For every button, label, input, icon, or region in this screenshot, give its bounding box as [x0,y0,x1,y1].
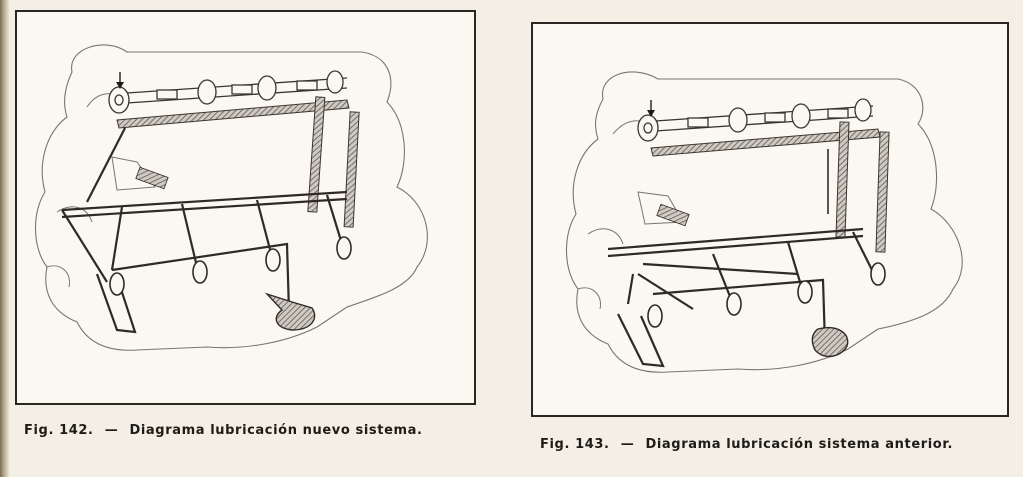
page-binding-shadow [0,0,10,477]
oil-pump-strainer [264,292,316,331]
figure-143-diagram [531,22,1009,417]
figure-143-title: Diagrama lubricación sistema anterior. [645,437,954,452]
engine-lubrication-diagram-new [34,44,428,351]
figure-143-number: Fig. 143. [540,437,610,452]
camshaft [108,70,348,114]
engine-block-outline [565,71,963,373]
figure-142-dash: — [104,423,119,438]
figure-142-number: Fig. 142. [24,423,94,438]
engine-lubrication-diagram-previous [565,71,963,373]
oil-gallery-pipes [607,227,874,368]
bearing-rings [647,262,886,328]
figure-142-title: Diagrama lubricación nuevo sistema. [129,423,423,438]
figure-143-dash: — [620,437,635,452]
figure-143-caption: Fig. 143. — Diagrama lubricación sistema… [540,437,959,452]
camshaft [637,98,874,142]
oil-pump-strainer [811,327,849,357]
engine-block-outline [34,44,428,351]
oil-gallery-pipes [61,127,348,334]
figure-142-caption: Fig. 142. — Diagrama lubricación nuevo s… [24,423,429,438]
bearing-rings [109,236,352,296]
rocker-shaft [116,99,350,129]
figure-142-diagram [15,10,476,405]
